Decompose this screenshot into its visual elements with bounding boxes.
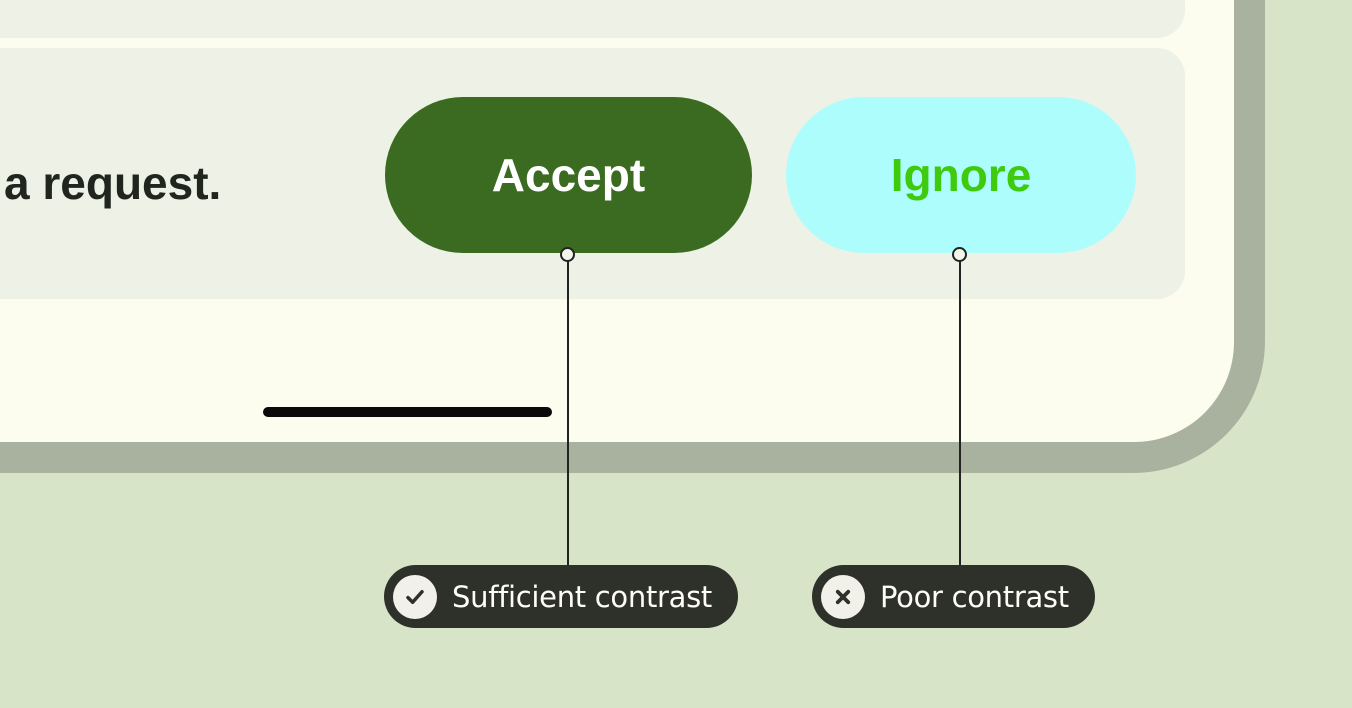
annotation-chip-label: Poor contrast — [880, 579, 1069, 614]
connector-line-ignore — [959, 261, 961, 567]
accept-button[interactable]: Accept — [385, 97, 752, 253]
connector-line-accept — [567, 261, 569, 567]
message-text: a request. — [4, 157, 222, 209]
message-card-partial — [0, 0, 1185, 38]
x-icon — [821, 574, 865, 619]
annotation-chip-sufficient-contrast: Sufficient contrast — [384, 565, 738, 628]
home-indicator-bar — [263, 407, 552, 417]
connector-dot-accept — [560, 247, 575, 262]
connector-dot-ignore — [952, 247, 967, 262]
annotation-chip-poor-contrast: Poor contrast — [812, 565, 1095, 628]
check-icon — [393, 574, 437, 619]
ignore-button[interactable]: Ignore — [786, 97, 1136, 253]
annotation-chip-label: Sufficient contrast — [452, 579, 712, 614]
ignore-button-label: Ignore — [890, 149, 1032, 201]
accept-button-label: Accept — [491, 149, 646, 201]
